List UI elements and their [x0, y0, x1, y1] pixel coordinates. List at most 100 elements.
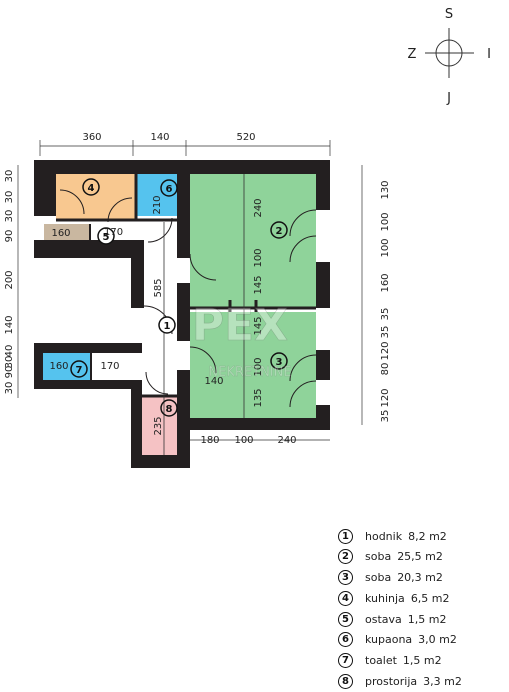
dim-left-5: 140 — [4, 315, 15, 334]
dim-inner-235: 235 — [153, 416, 164, 435]
legend-room-area: 20,3 m2 — [397, 571, 443, 585]
dim-left-3: 90 — [4, 230, 15, 243]
legend-item: 1 hodnik 8,2 m2 — [338, 526, 508, 546]
dim-right-9: 35 — [380, 410, 391, 423]
compass-east: I — [487, 47, 491, 62]
legend-item: 5 ostava 1,5 m2 — [338, 609, 508, 629]
dim-inner-100b: 100 — [253, 357, 264, 376]
watermark-sub: NEKRETNINE — [208, 365, 291, 380]
dim-left-0: 30 — [4, 170, 15, 183]
legend-room-area: 3,3 m2 — [423, 675, 462, 689]
dim-left-2: 30 — [4, 210, 15, 223]
dim-left-1: 30 — [4, 191, 15, 204]
dim-left-4: 200 — [4, 270, 15, 289]
compass: S J Z I — [408, 7, 491, 106]
dim-inner-240: 240 — [253, 198, 264, 217]
legend-room-name: kupaona — [365, 633, 413, 647]
room-num-8: 8 — [166, 404, 173, 415]
legend-number: 2 — [338, 549, 353, 565]
dim-right-3: 160 — [380, 273, 391, 292]
watermark: PEX NEKRETNINE — [192, 300, 292, 381]
legend-room-name: prostorija — [365, 675, 418, 689]
room-num-5: 5 — [103, 232, 110, 243]
legend-item: 8 prostorija 3,3 m2 — [338, 672, 508, 692]
dim-inner-135: 135 — [253, 388, 264, 407]
dim-inner-140: 140 — [204, 376, 223, 387]
dim-right-2: 100 — [380, 238, 391, 257]
legend-room-area: 1,5 m2 — [407, 612, 447, 626]
dimension-lines — [17, 140, 363, 441]
legend-room-area: 6,5 m2 — [410, 591, 450, 605]
legend-number: 1 — [338, 528, 353, 544]
legend-room-area: 3,0 m2 — [418, 633, 457, 647]
legend-item: 6 kupaona 3,0 m2 — [338, 630, 508, 650]
legend-room-name: hodnik — [365, 529, 403, 543]
room-num-4: 4 — [88, 183, 95, 194]
legend-room-area: 25,5 m2 — [397, 550, 443, 564]
dim-right-0: 130 — [380, 180, 391, 199]
compass-north: S — [445, 7, 453, 22]
legend-item: 2 soba 25,5 m2 — [338, 547, 508, 567]
legend-room-name: kuhinja — [365, 591, 405, 605]
legend-item: 4 kuhinja 6,5 m2 — [338, 588, 508, 608]
dim-inner-170b: 170 — [100, 361, 119, 372]
watermark-main: PEX — [192, 300, 288, 351]
room-legend: 1 hodnik 8,2 m2 2 soba 25,5 m2 3 soba 20,3 m2 4 ku… — [338, 526, 508, 692]
dim-bottom-0: 180 — [200, 435, 219, 446]
dim-right-4: 35 — [380, 308, 391, 321]
room-num-1: 1 — [164, 321, 171, 332]
legend-number: 6 — [338, 632, 353, 648]
dim-bottom-2: 240 — [277, 435, 296, 446]
partitions — [56, 174, 317, 408]
room-prostorija — [142, 396, 177, 455]
legend-room-name: ostava — [365, 612, 402, 626]
inner-dim-lines — [163, 174, 245, 455]
kitchen-left-wall — [34, 160, 56, 216]
dim-inner-585: 585 — [153, 278, 164, 297]
dim-inner-145a: 145 — [253, 275, 264, 294]
legend-number: 5 — [338, 611, 353, 627]
dim-inner-160a: 160 — [51, 228, 70, 239]
dim-inner-170a-label: 170 — [104, 227, 123, 238]
dim-right-6: 120 — [380, 341, 391, 360]
dim-left-8: 90 — [4, 366, 15, 379]
walls — [34, 160, 330, 468]
compass-south: J — [446, 91, 451, 106]
room-num-7: 7 — [76, 365, 83, 376]
legend-room-name: soba — [365, 571, 392, 585]
dim-top-2: 520 — [236, 132, 255, 143]
room-num-3: 3 — [276, 357, 283, 368]
room-markers: 1 2 3 4 5 6 7 8 — [70, 178, 288, 417]
room-soba-2 — [190, 174, 316, 308]
room-num-2: 2 — [276, 226, 283, 237]
legend-room-area: 8,2 m2 — [408, 529, 447, 543]
dim-top-0: 360 — [82, 132, 101, 143]
dim-inner-100a: 100 — [253, 248, 264, 267]
storage-bottom-wall — [34, 240, 134, 258]
legend-room-area: 1,5 m2 — [402, 654, 442, 668]
dim-inner-210: 210 — [152, 195, 163, 214]
legend-item: 3 soba 20,3 m2 — [338, 568, 508, 588]
dim-inner-145b: 145 — [253, 316, 264, 335]
dim-inner-160b: 160 — [49, 361, 68, 372]
dim-right-8: 120 — [380, 388, 391, 407]
room-ostava — [44, 224, 90, 240]
dim-right-5: 35 — [380, 326, 391, 339]
legend-number: 7 — [338, 653, 353, 669]
dim-top-1: 140 — [150, 132, 169, 143]
dim-left-6: 40 — [4, 345, 15, 358]
legend-number: 4 — [338, 590, 353, 606]
legend-room-name: soba — [365, 550, 392, 564]
dim-bottom-1: 100 — [234, 435, 253, 446]
dim-right-7: 80 — [380, 363, 391, 376]
room-kupaona — [136, 174, 177, 216]
dim-right-1: 100 — [380, 212, 391, 231]
legend-number: 8 — [338, 674, 353, 690]
legend-number: 3 — [338, 570, 353, 586]
compass-west: Z — [408, 47, 417, 62]
dim-left-7: 30 — [4, 356, 15, 369]
dim-left-9: 30 — [4, 382, 15, 395]
room-num-6: 6 — [166, 184, 173, 195]
